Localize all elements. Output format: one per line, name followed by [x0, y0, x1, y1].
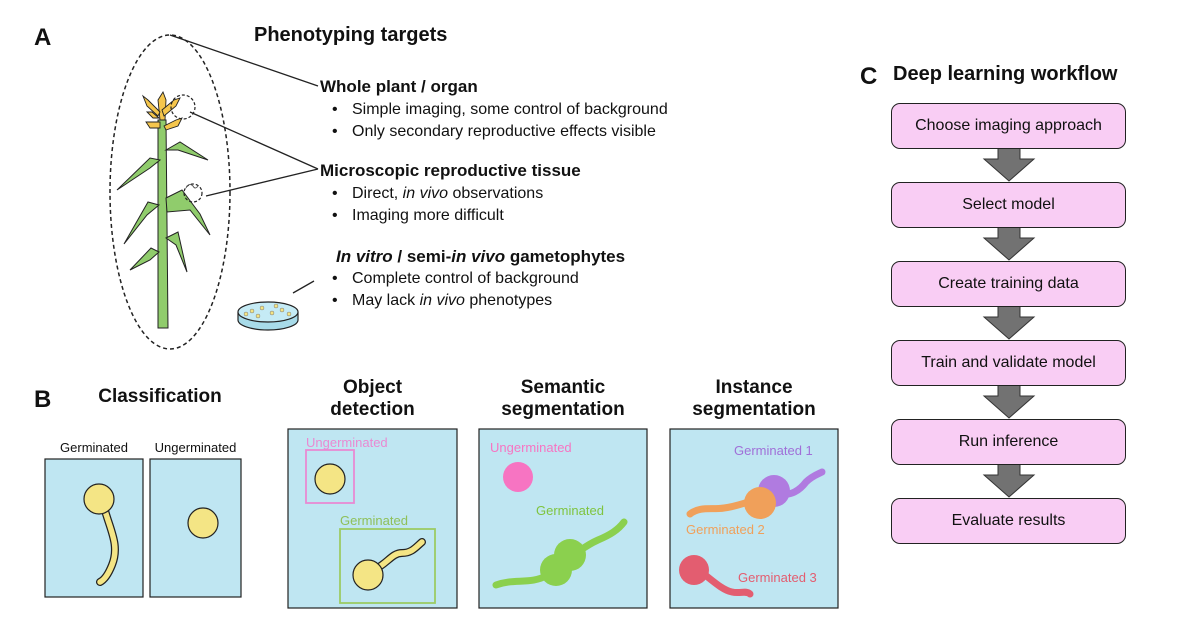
classification-label-ungerminated: Ungerminated — [154, 440, 237, 455]
object-detection-label-ungerminated: Ungerminated — [306, 435, 388, 450]
semantic-segmentation-title: Semantic segmentation — [479, 377, 647, 421]
workflow-step-run-inference: Run inference — [891, 419, 1126, 465]
semantic-segmentation-title-line-2: segmentation — [501, 399, 625, 420]
instance-segmentation-title-line-1: Instance — [715, 377, 793, 398]
object-detection-label-germinated: Germinated — [340, 513, 408, 528]
target-micro-tissue-bullet-1: Direct, in vivo observations — [330, 185, 543, 203]
semantic-label-ungerminated: Ungerminated — [490, 440, 572, 455]
target-whole-plant-bullet-1: Simple imaging, some control of backgrou… — [330, 101, 668, 119]
target-in-vitro-bullet-1: Complete control of background — [330, 270, 579, 288]
semantic-segmentation-title-line-1: Semantic — [520, 377, 606, 398]
instance-segmentation-title: Instance segmentation — [670, 377, 838, 421]
workflow-step-create-training-data: Create training data — [891, 261, 1126, 307]
object-detection-title-line-1: Object — [342, 377, 403, 398]
instance-label-germinated-3: Germinated 3 — [738, 570, 817, 585]
classification-germinated-image — [44, 458, 144, 598]
classification-label-germinated: Germinated — [60, 440, 128, 455]
panel-c-title: Deep learning workflow — [893, 63, 1118, 85]
target-micro-tissue-title: Microscopic reproductive tissue — [320, 161, 581, 180]
instance-segmentation-image — [669, 428, 839, 609]
object-detection-title-line-2: detection — [330, 399, 415, 420]
panel-a-letter: A — [34, 24, 52, 51]
workflow-step-select-model: Select model — [891, 182, 1126, 228]
plant-illustration — [109, 34, 319, 350]
target-in-vitro-bullet-2: May lack in vivo phenotypes — [330, 292, 552, 310]
object-detection-image — [287, 428, 458, 609]
classification-ungerminated-image — [149, 458, 242, 598]
workflow-step-choose-imaging: Choose imaging approach — [891, 103, 1126, 149]
semantic-label-germinated: Germinated — [536, 503, 604, 518]
instance-label-germinated-1: Germinated 1 — [734, 443, 813, 458]
panel-c-letter: C — [860, 63, 878, 90]
classification-title: Classification — [98, 386, 222, 407]
instance-label-germinated-2: Germinated 2 — [686, 522, 765, 537]
workflow-arrows — [982, 147, 1036, 498]
target-micro-tissue-bullet-2: Imaging more difficult — [330, 207, 504, 225]
object-detection-title: Object detection — [288, 377, 457, 421]
instance-segmentation-title-line-2: segmentation — [692, 399, 816, 420]
panel-a-title: Phenotyping targets — [254, 24, 448, 46]
panel-b-letter: B — [34, 386, 52, 413]
workflow-step-evaluate-results: Evaluate results — [891, 498, 1126, 544]
target-whole-plant-bullet-2: Only secondary reproductive effects visi… — [330, 123, 656, 141]
target-in-vitro-title: In vitro / semi-in vivo gametophytes — [336, 247, 626, 266]
semantic-segmentation-image — [478, 428, 648, 609]
target-whole-plant-title: Whole plant / organ — [320, 77, 478, 96]
petri-dish-icon — [237, 301, 299, 331]
workflow-step-train-validate: Train and validate model — [891, 340, 1126, 386]
